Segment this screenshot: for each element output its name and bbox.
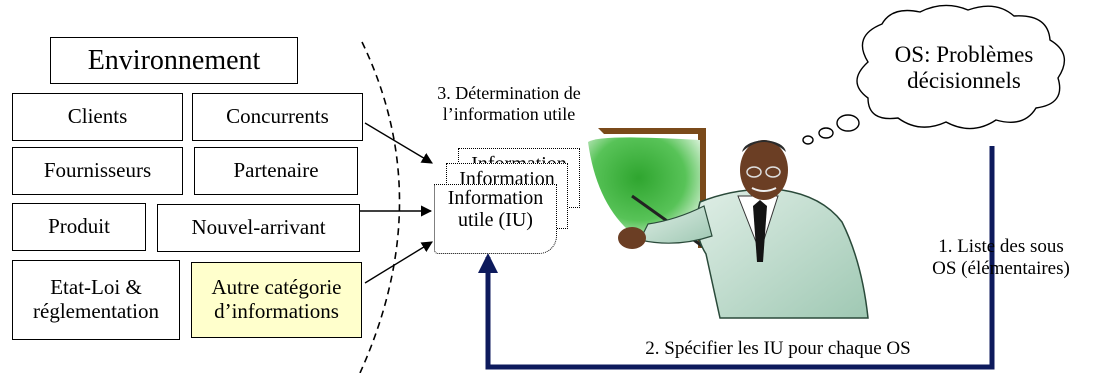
- step1-label: 1. Liste des sous OS (élémentaires): [932, 236, 1070, 279]
- category-fournisseurs: Fournisseurs: [12, 147, 183, 195]
- arrow-concurrents: [364, 122, 433, 164]
- environment-title: Environnement: [50, 37, 298, 84]
- step3-label: 3. Détermination de l’information utile: [437, 83, 581, 124]
- category-etat-loi: Etat-Loi & réglementation: [12, 260, 180, 340]
- arrow-autre-categorie: [364, 241, 433, 284]
- cloud-shape: [802, 4, 1066, 145]
- category-concurrents: Concurrents: [192, 93, 363, 141]
- cloud-label: OS: Problèmes décisionnels: [894, 42, 1034, 94]
- boundary-dashed-arc: [359, 41, 401, 373]
- feedback-loop-arrow: [478, 146, 995, 370]
- information-doc-front: Information utile (IU): [434, 184, 557, 254]
- presenter-illustration: [588, 128, 869, 319]
- category-nouvel-arrivant: Nouvel-arrivant: [157, 204, 360, 252]
- step2-label: 2. Spécifier les IU pour chaque OS: [645, 338, 911, 359]
- category-autre-categorie: Autre catégorie d’informations: [191, 262, 362, 338]
- category-clients: Clients: [12, 93, 183, 141]
- category-produit: Produit: [12, 203, 146, 251]
- category-partenaire: Partenaire: [194, 147, 358, 195]
